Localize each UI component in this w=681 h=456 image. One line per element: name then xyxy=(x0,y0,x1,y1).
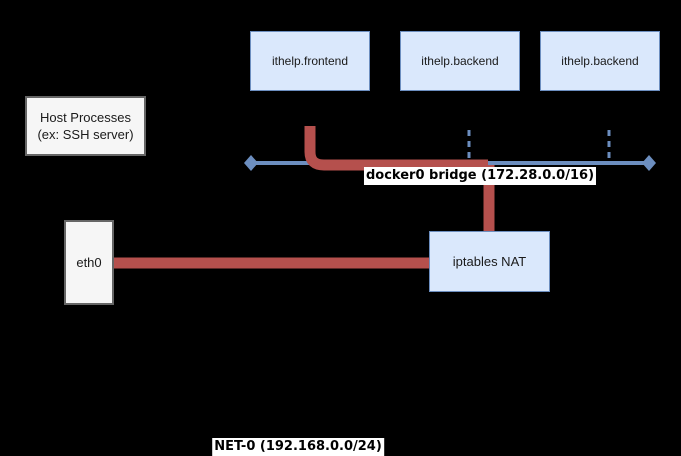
container-backend-1: ithelp.backend xyxy=(400,31,520,91)
bridge-endpoint-right-diamond-icon xyxy=(642,155,656,171)
container-backend-2: ithelp.backend xyxy=(540,31,660,91)
container-backend-1-label: ithelp.backend xyxy=(421,54,499,68)
host-processes-line2: (ex: SSH server) xyxy=(37,127,134,142)
bridge-endpoint-left-diamond-icon xyxy=(244,155,258,171)
eth0-label: eth0 xyxy=(76,255,102,270)
container-frontend-label: ithelp.frontend xyxy=(271,54,349,68)
net0-network-label: NET-0 (192.168.0.0/24) xyxy=(212,438,384,456)
iptables-nat-box: iptables NAT xyxy=(429,231,550,292)
container-backend-2-label: ithelp.backend xyxy=(561,54,639,68)
host-processes-label: Host Processes (ex: SSH server) xyxy=(37,109,133,143)
container-frontend: ithelp.frontend xyxy=(250,31,370,91)
host-processes-line1: Host Processes xyxy=(39,110,132,125)
iptables-nat-label: iptables NAT xyxy=(452,254,527,269)
host-processes-box: Host Processes (ex: SSH server) xyxy=(25,96,146,156)
eth0-interface-box: eth0 xyxy=(64,220,114,305)
docker0-bridge-label: docker0 bridge (172.28.0.0/16) xyxy=(363,167,597,185)
frontend-bridge-red-link xyxy=(304,126,488,171)
